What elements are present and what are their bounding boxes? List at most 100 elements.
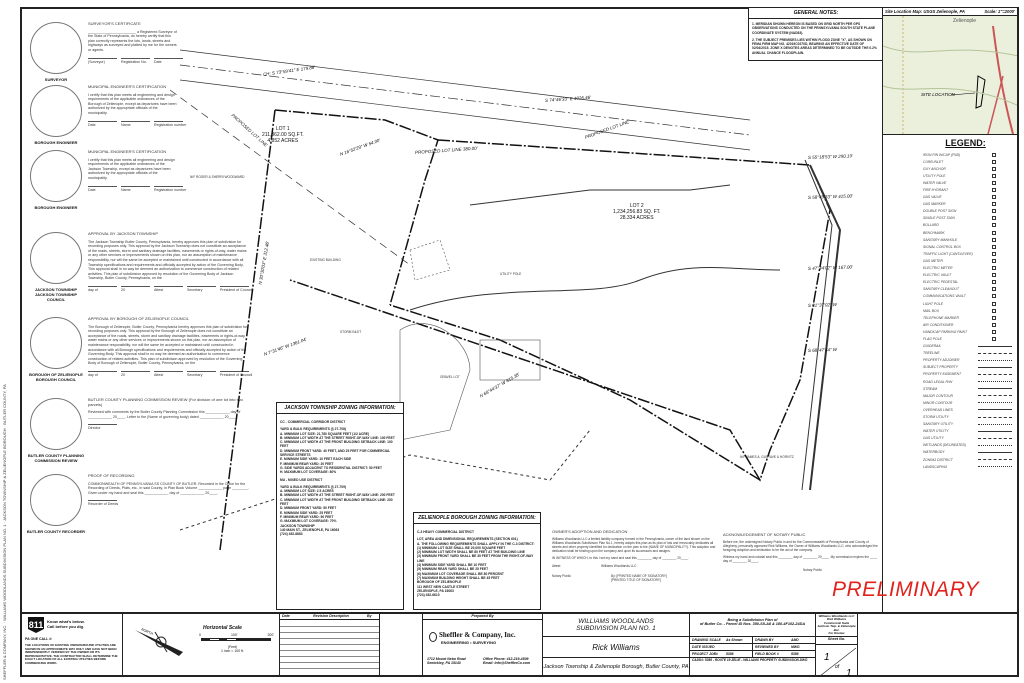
- legend-item: LIGHT POLE: [883, 300, 1018, 307]
- legend-label: SANITARY UTILITY: [923, 422, 954, 427]
- signature-line[interactable]: Date: [154, 57, 183, 65]
- pa811-logo: 811: [28, 617, 44, 633]
- signature-line[interactable]: Registration No.: [121, 57, 150, 65]
- owner-block-line: Rick Williams: [826, 617, 847, 622]
- legend-label: AIR CONDITIONER: [923, 322, 954, 327]
- legend-item: GAS VALVE: [883, 194, 1018, 201]
- signature-line[interactable]: Date: [88, 120, 117, 128]
- notary-signature-line[interactable]: Notary Public: [803, 568, 822, 572]
- signature-line[interactable]: Secretary: [187, 285, 216, 293]
- zoning-line: (2) MINIMUM LOT WIDTH SHALL BE 80 FEET A…: [417, 550, 525, 555]
- signature-line[interactable]: Name: [121, 120, 150, 128]
- legend-symbol-icon: [978, 416, 1012, 418]
- legend-item: ELECTRIC VAULT: [883, 272, 1018, 279]
- legend-symbol-icon: [992, 294, 996, 299]
- signature-line[interactable]: day of: [88, 370, 117, 378]
- legend-label: TRAFFIC LIGHT (CANTILEVER): [923, 251, 973, 256]
- signature-line[interactable]: Registration number: [154, 185, 187, 192]
- seal-label: BOROUGH OF ZELIENOPLE BOROUGH COUNCIL: [29, 372, 83, 382]
- zoning-line: 111 WEST NEW CASTLE STREET: [417, 584, 470, 589]
- legend-symbol-icon: [992, 216, 996, 221]
- legend-item: PROPERTY ADJOINER: [883, 357, 1018, 364]
- legend-label: TREELINE: [923, 351, 940, 356]
- site-map-scale: Scale: 1"=2000': [984, 9, 1015, 14]
- field-value: AMD: [791, 638, 799, 642]
- legend-symbol-icon: [992, 180, 996, 185]
- signature-line[interactable]: Attest: [154, 370, 183, 378]
- legend-symbol-icon: [992, 195, 996, 200]
- plan-annotation: GRAVEL LOT: [440, 375, 460, 379]
- legend-symbol-icon: [992, 308, 996, 313]
- legend-item: SANITARY UTILITY: [883, 421, 1018, 428]
- legend-item: TRAFFIC LIGHT (CANTILEVER): [883, 250, 1018, 257]
- legend-label: LANDSCAPING: [923, 464, 948, 469]
- notary-text: Before me, the undersigned Notary Public…: [723, 540, 878, 552]
- utility-disclaimer: THE LOCATIONS OF EXISTING UNDERGROUND UT…: [25, 643, 118, 665]
- zelienople-zoning-title: ZELIENOPLE BOROUGH ZONING INFORMATION:: [414, 513, 540, 524]
- signature-line[interactable]: Attest: [154, 285, 183, 293]
- legend-item: OVERHEAD LINES: [883, 406, 1018, 413]
- certificate-text: SURVEYOR'S CERTIFICATE__________________…: [88, 21, 183, 65]
- legend-title: LEGEND:: [945, 138, 986, 148]
- zelienople-zoning-info: ZELIENOPLE BOROUGH ZONING INFORMATION: C…: [413, 512, 541, 610]
- title-block: 811 Know what's below.Call before you di…: [20, 612, 1019, 678]
- scale-tick: 200': [267, 633, 274, 637]
- sheet-total: 1: [846, 668, 852, 678]
- signature-line[interactable]: Date: [88, 185, 117, 193]
- drawing-border: [20, 7, 1019, 677]
- signature-line[interactable]: (Surveyor): [88, 57, 117, 65]
- signature-line[interactable]: Secretary: [187, 370, 216, 378]
- plan-description: of Butler Co. - Parcel ID Nos. 350-S8-A8…: [699, 622, 806, 626]
- right-of-way: [170, 89, 411, 266]
- lot-2-acres: 28.334 ACRES: [619, 215, 654, 221]
- owner-block-line: For Review: [828, 631, 845, 636]
- scale-bar: [201, 638, 271, 641]
- legend-label: FIRE HYDRANT: [923, 188, 949, 193]
- signature-line[interactable]: day of: [88, 285, 117, 293]
- firm-subtitle: ENGINEERING • SURVEYING: [441, 640, 497, 645]
- legend-symbol-icon: [992, 273, 996, 278]
- legend-label: HANDICAP PARKING PAINT: [923, 329, 968, 334]
- company-name: Williams Woodlands LLC: [601, 564, 637, 568]
- legend-item: PROPERTY EASEMENT: [883, 371, 1018, 378]
- legend-symbol-icon: [992, 315, 996, 320]
- site-location-label: SITE LOCATION: [921, 92, 956, 97]
- legend-symbol-icon: [978, 359, 1012, 361]
- signature-line[interactable]: Director: [88, 424, 117, 431]
- zoning-line: 140 MAIN ST., ZELIENOPLE, PA 16063: [280, 527, 340, 532]
- seal-circle: [30, 85, 82, 137]
- scale-ratio: 1 inch = 100 ft.: [221, 649, 245, 653]
- owners-title: OWNER'S ADOPTION AND DEDICATION: [552, 529, 628, 534]
- signature-line[interactable]: 20: [121, 285, 150, 293]
- sheet-of: of: [835, 664, 840, 670]
- certificate-body: COMMONWEALTH OF PENNSYLVANIA SS COUNTY O…: [88, 481, 250, 495]
- zoning-line: LOT, AREA AND DIMENSIONAL REQUIREMENTS (…: [417, 537, 518, 542]
- legend-symbol-icon: [992, 301, 996, 306]
- seal-circle: [30, 317, 82, 369]
- notary-signature-line[interactable]: Notary Public: [552, 574, 571, 578]
- general-note: 1. MERIDIAN SHOWN HEREON IS BASED ON GRI…: [752, 22, 876, 35]
- legend-item: BOLLARD: [883, 222, 1018, 229]
- zoning-line: G. MAXIMUM LOT COVERAGE: 70%: [280, 519, 337, 524]
- legend-item: MAIL BOX: [883, 307, 1018, 314]
- signature-line[interactable]: Registration number: [154, 120, 187, 127]
- legend-label: BOLLARD: [923, 223, 939, 228]
- signature-line[interactable]: President of Council: [220, 370, 253, 377]
- signature-line[interactable]: President of Council: [220, 285, 253, 292]
- legend-item: SANITARY CLEANOUT: [883, 286, 1018, 293]
- printed-name[interactable]: [PRINTED NAME OF SIGNATORY]: [616, 574, 667, 578]
- owners-witness: IN WITNESS OF WHICH, to this I set my ha…: [552, 556, 689, 560]
- legend-symbol-icon: [978, 423, 1012, 425]
- lot-1-acres: 4.852 ACRES: [267, 138, 299, 144]
- legend-item: STREAM: [883, 385, 1018, 392]
- zoning-line: D. MINIMUM FRONT YARD: 40 FEET, AND 25 F…: [280, 448, 391, 458]
- legend-symbol-icon: [992, 159, 996, 164]
- zoning-line: (6) MAXIMUM LOT COVERAGE SHALL BE 80 PER…: [417, 571, 504, 576]
- signature-line[interactable]: Name: [121, 185, 150, 193]
- signature-line[interactable]: Recorder of Deeds: [88, 500, 119, 507]
- signature-line[interactable]: 20: [121, 370, 150, 378]
- printed-title[interactable]: [PRINTED TITLE OF SIGNATORY]: [610, 578, 661, 582]
